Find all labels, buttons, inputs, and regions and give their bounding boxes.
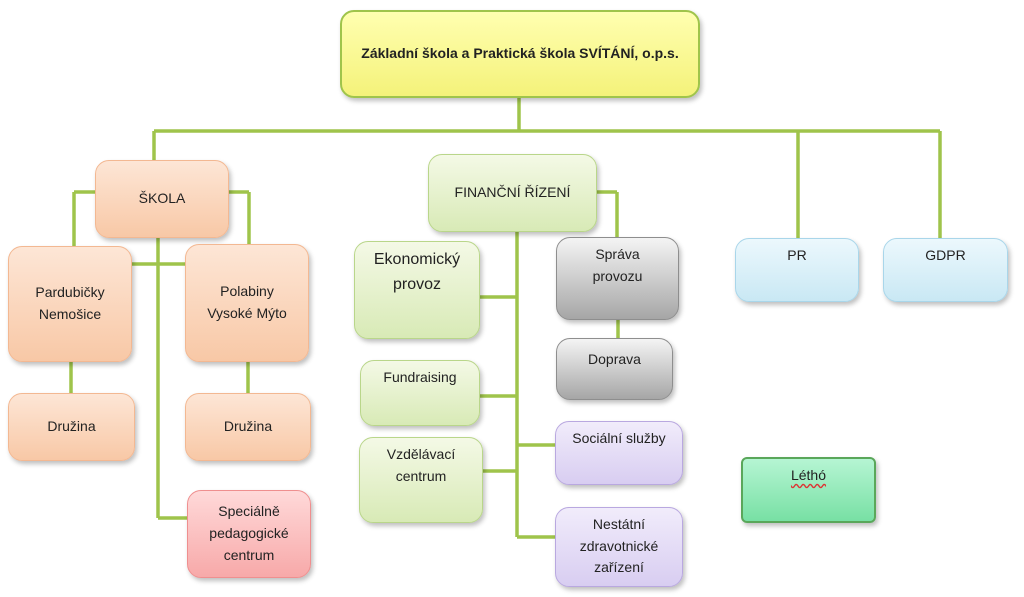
nestatni-label: Nestátní zdravotnické zařízení xyxy=(579,516,659,576)
vzdelavaci-label: Vzdělávací centrum xyxy=(386,446,456,484)
pardubicky-label: Pardubičky Nemošice xyxy=(35,284,105,322)
letho-node[interactable]: Léthó xyxy=(741,457,876,523)
root-label: Základní škola a Praktická škola SVÍTÁNÍ… xyxy=(361,45,679,62)
ekonomicky-node[interactable]: Ekonomický provoz xyxy=(354,241,480,339)
financni-node[interactable]: FINANČNÍ ŘÍZENÍ xyxy=(428,154,597,232)
sprava-node[interactable]: Správa provozu xyxy=(556,237,679,320)
druzina-right-label: Družina xyxy=(223,418,273,435)
socialni-node[interactable]: Sociální služby xyxy=(555,421,683,485)
specialne-label: Speciálně pedagogické centrum xyxy=(209,503,289,563)
socialni-label: Sociální služby xyxy=(572,430,666,446)
gdpr-node[interactable]: GDPR xyxy=(883,238,1008,302)
specialne-node[interactable]: Speciálně pedagogické centrum xyxy=(187,490,311,578)
pr-node[interactable]: PR xyxy=(735,238,859,302)
doprava-label: Doprava xyxy=(588,351,641,367)
gdpr-label: GDPR xyxy=(925,247,966,263)
pardubicky-node[interactable]: Pardubičky Nemošice xyxy=(8,246,132,362)
polabiny-label: Polabiny Vysoké Mýto xyxy=(207,283,287,321)
nestatni-node[interactable]: Nestátní zdravotnické zařízení xyxy=(555,507,683,587)
druzina-left-label: Družina xyxy=(47,418,96,435)
sprava-label: Správa provozu xyxy=(592,246,643,284)
fundraising-node[interactable]: Fundraising xyxy=(360,360,480,426)
skola-label: ŠKOLA xyxy=(138,190,186,207)
pr-label: PR xyxy=(787,247,807,263)
doprava-node[interactable]: Doprava xyxy=(556,338,673,400)
letho-label: Léthó xyxy=(790,467,827,483)
root-node[interactable]: Základní škola a Praktická škola SVÍTÁNÍ… xyxy=(340,10,700,98)
financni-label: FINANČNÍ ŘÍZENÍ xyxy=(454,184,571,201)
druzina-left-node[interactable]: Družina xyxy=(8,393,135,461)
polabiny-node[interactable]: Polabiny Vysoké Mýto xyxy=(185,244,309,362)
vzdelavaci-node[interactable]: Vzdělávací centrum xyxy=(359,437,483,523)
fundraising-label: Fundraising xyxy=(383,369,457,385)
skola-node[interactable]: ŠKOLA xyxy=(95,160,229,238)
druzina-right-node[interactable]: Družina xyxy=(185,393,311,461)
ekonomicky-label: Ekonomický provoz xyxy=(373,251,461,293)
